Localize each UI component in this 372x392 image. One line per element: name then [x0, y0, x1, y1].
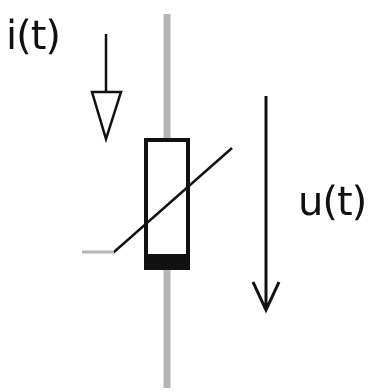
varistor-icon — [82, 138, 233, 270]
current-label: i(t) — [6, 13, 61, 59]
voltage-arrow-icon — [251, 96, 281, 314]
voltage-label: u(t) — [298, 179, 367, 225]
varistor-body — [144, 138, 190, 268]
current-arrow-icon — [90, 34, 123, 144]
varistor-band — [144, 254, 190, 270]
